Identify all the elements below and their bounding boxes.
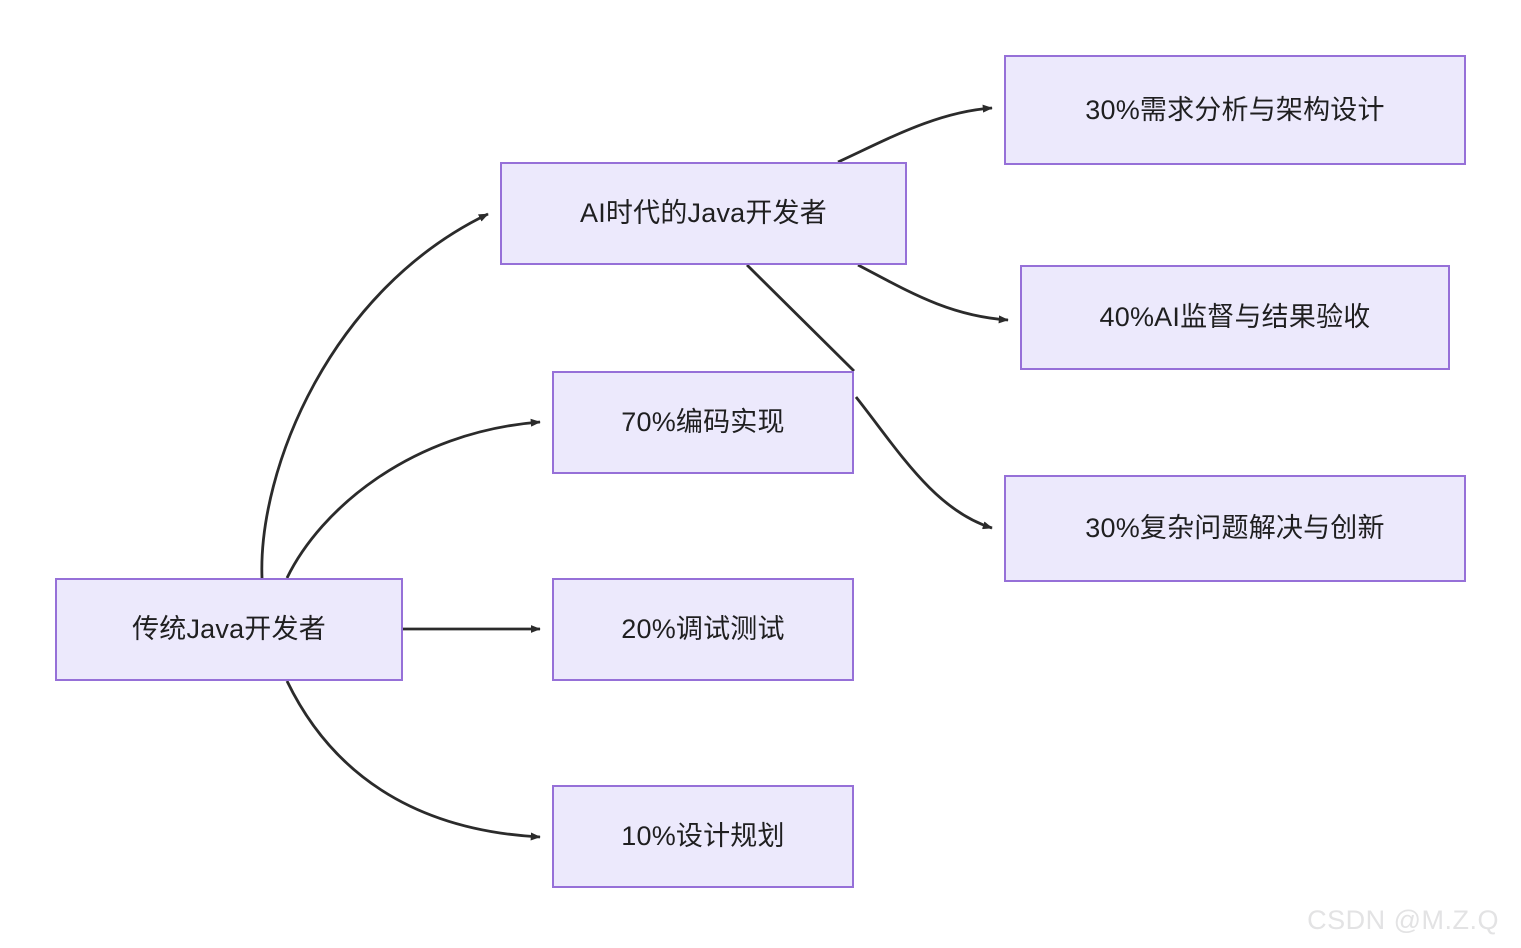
node-design-planning[interactable]: 10%设计规划 xyxy=(552,785,854,888)
edge-traditional-to-coding xyxy=(285,418,541,579)
node-ai-era-java-developer[interactable]: AI时代的Java开发者 xyxy=(500,162,907,265)
node-label: 70%编码实现 xyxy=(621,407,785,438)
node-requirements-architecture[interactable]: 30%需求分析与架构设计 xyxy=(1004,55,1466,165)
edge-traditional-to-ai-era xyxy=(260,212,489,579)
node-coding-implementation[interactable]: 70%编码实现 xyxy=(552,371,854,474)
node-traditional-java-developer[interactable]: 传统Java开发者 xyxy=(55,578,403,681)
edge-ai-era-to-supervision xyxy=(857,263,1009,324)
node-label: 30%需求分析与架构设计 xyxy=(1085,94,1385,125)
edge-ai-era-to-requirements xyxy=(837,104,993,164)
node-ai-supervision-validation[interactable]: 40%AI监督与结果验收 xyxy=(1020,265,1450,370)
node-label: 10%设计规划 xyxy=(621,821,785,852)
edge-traditional-to-design xyxy=(285,680,541,841)
watermark: CSDN @M.Z.Q xyxy=(1307,905,1499,935)
node-debug-testing[interactable]: 20%调试测试 xyxy=(552,578,854,681)
node-label: 传统Java开发者 xyxy=(132,614,326,645)
edge-ai-era-to-coding xyxy=(746,264,855,372)
edge-coding-to-innovation xyxy=(854,396,993,530)
node-label: 20%调试测试 xyxy=(621,614,785,645)
node-label: AI时代的Java开发者 xyxy=(580,198,827,229)
node-label: 30%复杂问题解决与创新 xyxy=(1085,513,1385,544)
node-label: 40%AI监督与结果验收 xyxy=(1099,302,1371,333)
node-complex-problem-innovation[interactable]: 30%复杂问题解决与创新 xyxy=(1004,475,1466,582)
